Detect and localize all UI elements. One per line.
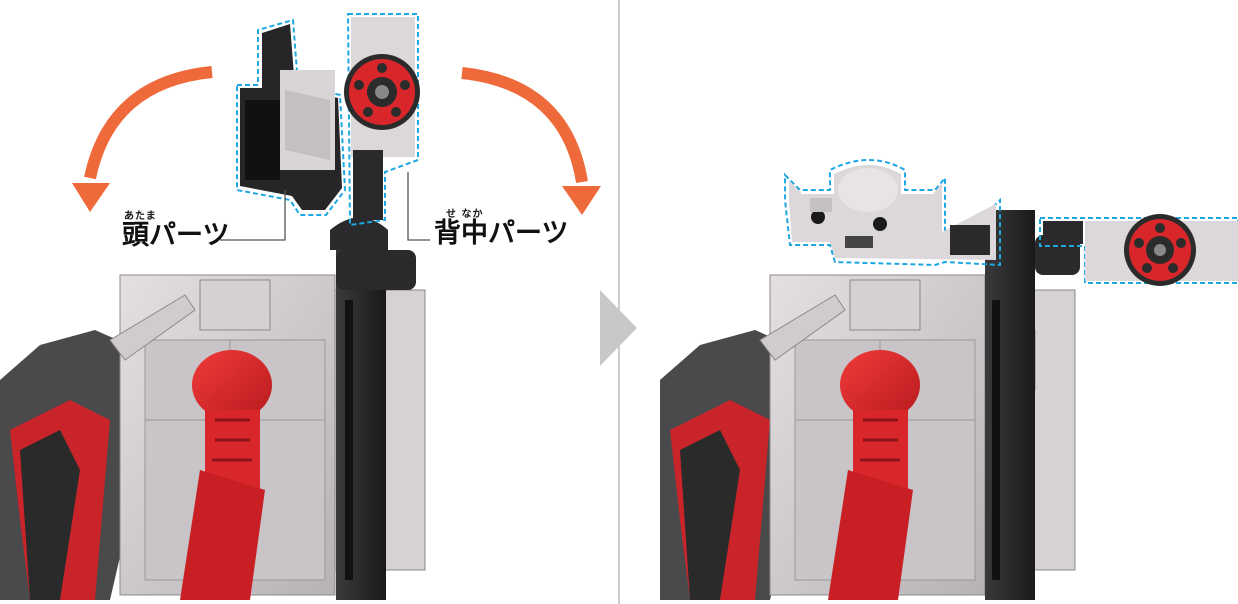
rotate-left-arrow-icon <box>72 66 213 212</box>
step-chevron-right-icon <box>600 290 637 366</box>
spine-pole-right <box>985 210 1080 600</box>
head-part-text: 頭パーツ <box>122 220 230 251</box>
robot-torso-left <box>0 274 426 600</box>
back-part-text: 背中パーツ <box>434 218 569 249</box>
back-part-ruby: せ なか <box>446 209 484 220</box>
back-part-right <box>1039 214 1238 286</box>
back-part-label: せ なか 背中パーツ <box>434 209 568 248</box>
red-arm <box>180 350 272 600</box>
head-part-left <box>236 18 347 216</box>
red-wheel-right-icon <box>1124 214 1196 286</box>
left-panel <box>0 13 601 600</box>
head-leader-line <box>220 190 286 241</box>
robot-torso-right <box>660 274 1076 600</box>
spine-pole-left <box>330 217 416 600</box>
red-wheel-icon <box>344 54 420 130</box>
red-arm-right <box>828 350 920 600</box>
right-panel <box>660 159 1238 600</box>
head-part-label: あたま 頭パーツ <box>122 211 229 250</box>
rotate-right-arrow-icon <box>461 67 601 215</box>
head-part-ruby: あたま <box>124 211 157 222</box>
back-leader-line <box>407 172 430 241</box>
head-part-right <box>784 159 1001 267</box>
back-part-left <box>344 13 420 227</box>
